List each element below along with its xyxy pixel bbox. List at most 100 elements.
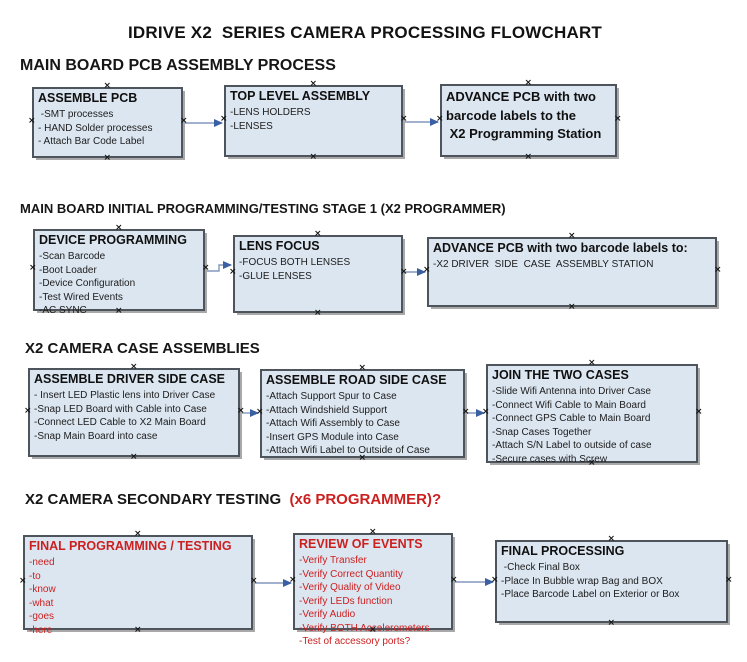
flow-box-title: ADVANCE PCB with two barcode labels to t… <box>446 89 602 141</box>
flow-box-title: TOP LEVEL ASSEMBLY <box>230 89 371 103</box>
flow-box-item: -GLUE LENSES <box>239 270 312 282</box>
section-heading-case-assemblies: X2 CAMERA CASE ASSEMBLIES <box>25 340 260 357</box>
flow-box-assemble-road-side-case: ASSEMBLE ROAD SIDE CASE -Attach Support … <box>260 369 465 458</box>
connection-point-icon <box>237 408 244 415</box>
flow-box-item: -Scan Barcode <box>39 251 106 262</box>
flow-box-title: FINAL PROCESSING <box>501 544 625 558</box>
connection-point-icon <box>130 364 137 371</box>
flow-box-item: -Check Final Box <box>501 562 580 573</box>
connection-point-icon <box>28 118 35 125</box>
connection-point-icon <box>130 454 137 461</box>
connection-point-icon <box>115 225 122 232</box>
flow-box-item: -Attach Windshield Support <box>266 404 388 416</box>
flow-box-title: JOIN THE TWO CASES <box>492 368 629 382</box>
flow-box-item: -LENSES <box>230 120 273 132</box>
flow-box-item: - Attach Bar Code Label <box>38 136 145 147</box>
flow-box-item: -Connect LED Cable to X2 Main Board <box>34 417 206 428</box>
flow-box-advance-pcb-programming-station: ADVANCE PCB with two barcode labels to t… <box>440 84 617 157</box>
flow-box-item: -Device Configuration <box>39 278 136 289</box>
connection-point-icon <box>588 460 595 467</box>
connection-point-icon <box>310 81 317 88</box>
flowchart-title: IDRIVE X2 SERIES CAMERA PROCESSING FLOWC… <box>127 23 603 42</box>
flow-box-join-the-two-cases: JOIN THE TWO CASES -Slide Wifi Antenna i… <box>486 364 698 465</box>
flow-box-item: -Snap Cases Together <box>492 426 592 438</box>
connection-point-icon <box>725 577 732 584</box>
flow-box-title: REVIEW OF EVENTS <box>299 537 423 551</box>
flow-box-item: - HAND Solder processes <box>38 122 153 134</box>
connection-point-icon <box>608 536 615 543</box>
flow-box-item: -Boot Loader <box>39 264 97 276</box>
connection-point-icon <box>115 308 122 315</box>
flow-box-item: -Snap Main Board into case <box>34 430 158 442</box>
flow-box-item: -Verify Audio <box>299 609 356 620</box>
flow-box-title: ASSEMBLE ROAD SIDE CASE <box>266 373 447 387</box>
connection-point-icon <box>400 269 407 276</box>
flow-box-item: -SMT processes <box>38 109 114 120</box>
flow-box-item: -Connect Wifi Cable to Main Board <box>492 399 646 411</box>
flow-box-item: -Test of accessory ports? <box>299 636 411 647</box>
flow-box-item: -Attach Wifi Label to Outside of Case <box>266 445 430 456</box>
connection-point-icon <box>462 409 469 416</box>
connection-point-icon <box>289 577 296 584</box>
flow-box-title: ASSEMBLE DRIVER SIDE CASE <box>34 372 226 386</box>
flow-box-item: -here <box>29 624 53 636</box>
connection-point-icon <box>359 455 366 462</box>
connection-point-icon <box>359 365 366 372</box>
connection-point-icon <box>525 80 532 87</box>
connection-point-icon <box>369 529 376 536</box>
connection-point-icon <box>314 310 321 317</box>
section-heading-initial-programming: MAIN BOARD INITIAL PROGRAMMING/TESTING S… <box>20 201 506 216</box>
connection-point-icon <box>19 578 26 585</box>
flow-box-lens-focus: LENS FOCUS -FOCUS BOTH LENSES -GLUE LENS… <box>233 235 403 313</box>
connection-point-icon <box>104 83 111 90</box>
connection-point-icon <box>369 627 376 634</box>
connection-point-icon <box>104 155 111 162</box>
flow-box-item: -goes <box>29 611 55 622</box>
connection-point-icon <box>450 577 457 584</box>
flow-box-review-of-events: REVIEW OF EVENTS -Verify Transfer -Verif… <box>293 533 453 647</box>
flow-box-item: -know <box>29 584 56 595</box>
flow-box-top-level-assembly: TOP LEVEL ASSEMBLY -LENS HOLDERS -LENSES <box>224 85 403 157</box>
connection-point-icon <box>180 118 187 125</box>
flow-box-item: -FOCUS BOTH LENSES <box>239 257 351 268</box>
flow-box-item: -X2 DRIVER SIDE CASE ASSEMBLY STATION <box>433 259 654 270</box>
section-heading-red-part: (x6 PROGRAMMER)? <box>281 491 442 508</box>
flow-box-title: LENS FOCUS <box>239 239 320 253</box>
flow-box-item: -Verify Quality of Video <box>299 582 401 593</box>
flow-box-item: - Insert LED Plastic lens into Driver Ca… <box>34 390 216 401</box>
flow-box-item: -Place Barcode Label on Exterior or Box <box>501 589 680 600</box>
connection-point-icon <box>482 409 489 416</box>
flow-box-item: -need <box>29 557 55 568</box>
connection-point-icon <box>29 265 36 272</box>
connection-point-icon <box>24 408 31 415</box>
connection-point-icon <box>714 267 721 274</box>
flow-box-item: -Test Wired Events <box>39 291 123 303</box>
section-heading-pcb-assembly: MAIN BOARD PCB ASSEMBLY PROCESS <box>20 57 336 74</box>
flow-box-final-processing: FINAL PROCESSING -Check Final Box -Place… <box>495 540 728 623</box>
section-heading-black-part: X2 CAMERA SECONDARY TESTING <box>25 491 282 508</box>
connection-point-icon <box>695 409 702 416</box>
connection-point-icon <box>256 409 263 416</box>
flow-box-assemble-driver-side-case: ASSEMBLE DRIVER SIDE CASE - Insert LED P… <box>28 368 240 457</box>
flow-box-item: -to <box>29 570 41 582</box>
flow-box-item: -Slide Wifi Antenna into Driver Case <box>492 386 651 397</box>
flow-box-item: -what <box>29 597 54 609</box>
flow-box-item: -Verify BOTH Accelerometers <box>299 622 430 634</box>
connection-point-icon <box>588 360 595 367</box>
flow-box-device-programming: DEVICE PROGRAMMING -Scan Barcode -Boot L… <box>33 229 205 316</box>
flow-box-title: DEVICE PROGRAMMING <box>39 233 187 247</box>
connection-point-icon <box>525 154 532 161</box>
connection-point-icon <box>491 577 498 584</box>
connection-point-icon <box>250 578 257 585</box>
flow-box-item: -Attach S/N Label to outside of case <box>492 440 652 451</box>
connection-point-icon <box>229 269 236 276</box>
flow-box-item: -Snap LED Board with Cable into Case <box>34 403 207 415</box>
connection-point-icon <box>568 304 575 311</box>
flow-arrow <box>207 261 232 272</box>
flow-box-item: -Verify Transfer <box>299 555 367 566</box>
connection-point-icon <box>423 267 430 274</box>
flow-box-item: -Attach Support Spur to Case <box>266 391 397 402</box>
flow-box-final-programming-testing: FINAL PROGRAMMING / TESTING -need -to -k… <box>23 535 253 636</box>
